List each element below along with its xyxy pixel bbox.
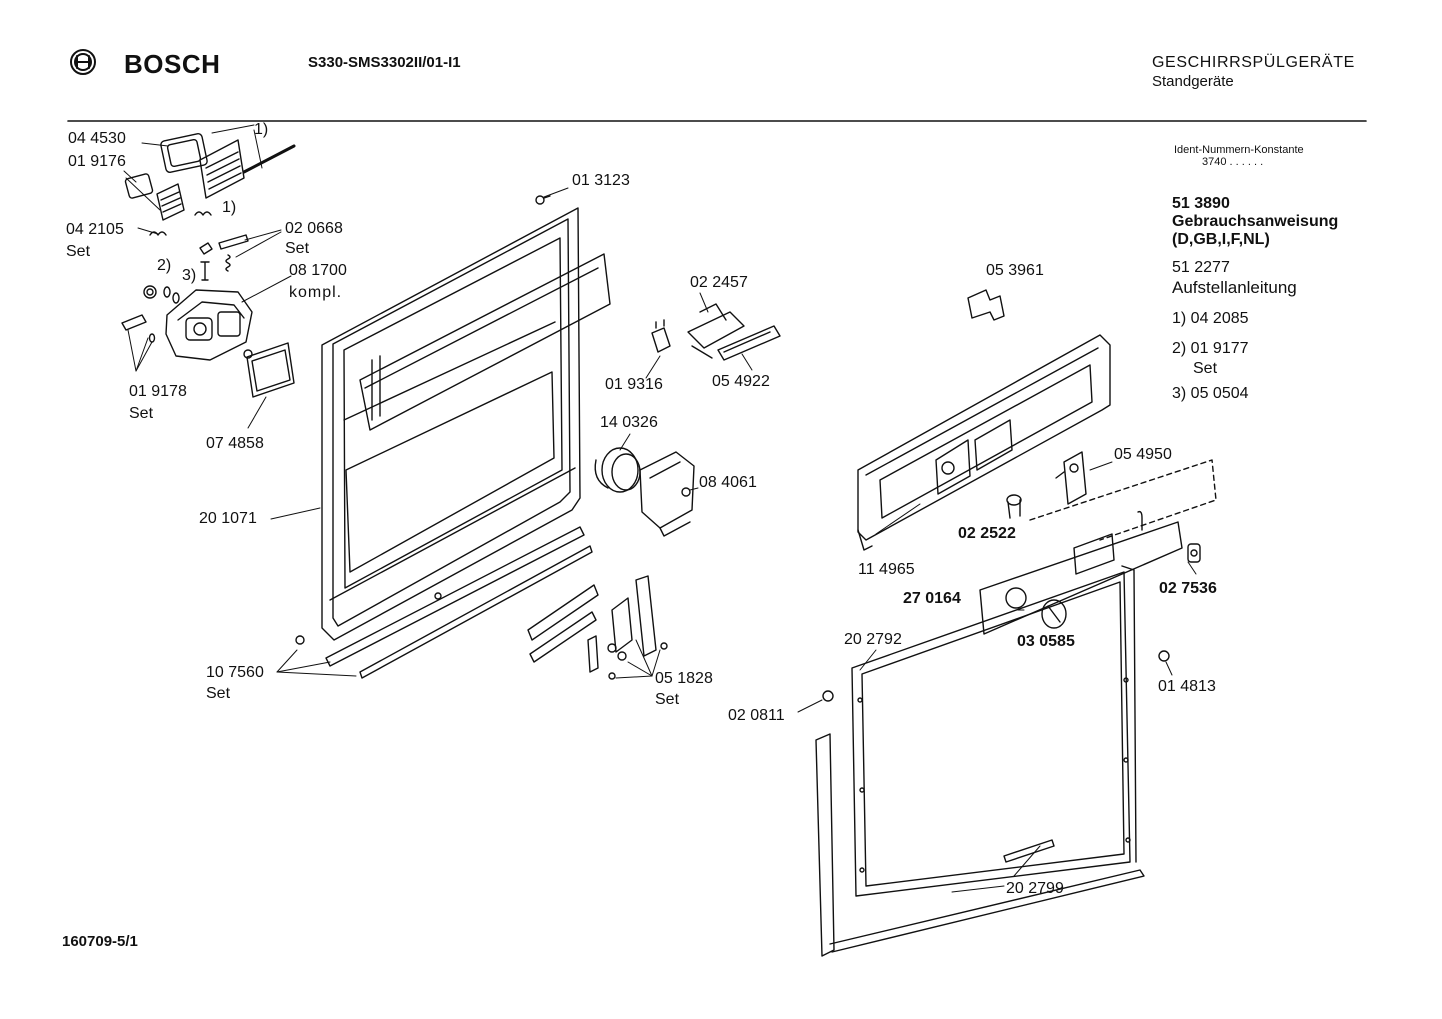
knob-part	[1041, 599, 1067, 629]
screw-part	[1158, 650, 1170, 662]
doc1-number: 51 3890	[1172, 195, 1230, 212]
door-lock-part	[687, 303, 745, 359]
fascia-panel-part	[979, 459, 1217, 635]
screw-part	[822, 690, 834, 702]
part-label: 05 4922	[712, 373, 770, 390]
footnote-ref: 3)	[182, 267, 197, 284]
part-label: 08 4061	[699, 474, 757, 491]
set-label: Set	[655, 691, 680, 708]
set-label: Set	[285, 240, 310, 257]
bracket-part	[967, 289, 1005, 321]
part-label: 04 2105	[66, 221, 124, 238]
ident-value: 3740 . . . . . .	[1202, 156, 1264, 168]
spring-part	[225, 254, 231, 272]
button-part	[1006, 494, 1022, 519]
screw-part	[295, 635, 305, 645]
part-label: 27 0164	[903, 590, 961, 607]
part-label: 02 0668	[285, 220, 343, 237]
doc2-number: 51 2277	[1172, 259, 1230, 276]
footnote-2: 2) 01 9177	[1172, 340, 1249, 357]
trim-strip-part	[325, 526, 593, 679]
lever-part	[121, 285, 180, 343]
part-label: 01 9176	[68, 153, 126, 170]
vent-grille-part	[199, 139, 245, 199]
product-subcategory: Standgeräte	[1152, 73, 1234, 90]
ident-label: Ident-Nummern-Konstante	[1174, 144, 1304, 156]
part-label: 08 1700	[289, 262, 347, 279]
doc2-title: Aufstellanleitung	[1172, 278, 1297, 297]
part-label: 20 2799	[1006, 880, 1064, 897]
footnote-ref: 2)	[157, 257, 172, 274]
part-label: 07 4858	[206, 435, 264, 452]
part-label: 02 2522	[958, 525, 1016, 542]
control-panel-part	[857, 334, 1111, 551]
switch-block-part	[1055, 451, 1087, 505]
part-label: 10 7560	[206, 664, 264, 681]
part-label: 02 7536	[1159, 580, 1217, 597]
footnote-3: 3) 05 0504	[1172, 385, 1249, 402]
seal-frame-part	[246, 342, 295, 398]
part-label: 01 4813	[1158, 678, 1216, 695]
part-label: 14 0326	[600, 414, 658, 431]
part-label: 01 9316	[605, 376, 663, 393]
part-label: 11 4965	[858, 561, 915, 578]
part-label: 20 2792	[844, 631, 902, 648]
part-label: 05 3961	[986, 262, 1044, 279]
inner-door-part	[321, 207, 611, 641]
vent-insert-part	[156, 183, 185, 221]
pin-part	[200, 261, 210, 281]
brand-name: BOSCH	[124, 49, 221, 79]
clip-part	[199, 242, 213, 255]
spring-part	[194, 211, 212, 216]
vent-cover-part	[160, 133, 208, 173]
footnote-ref: 1)	[222, 199, 237, 216]
part-label: 05 1828	[655, 670, 713, 687]
set-label: Set	[66, 243, 91, 260]
part-label: 02 0811	[728, 707, 785, 724]
indicator-part	[1187, 543, 1201, 563]
dispenser-assembly	[165, 289, 253, 361]
part-label: 05 4950	[1114, 446, 1172, 463]
part-label: 03 0585	[1017, 633, 1075, 650]
part-label: 02 2457	[690, 274, 748, 291]
footnote-2-set: Set	[1193, 360, 1218, 377]
doc1-languages: (D,GB,I,F,NL)	[1172, 231, 1270, 248]
bosch-logo-icon	[70, 49, 96, 75]
kompl-label: kompl.	[289, 284, 343, 301]
door-frame-part	[815, 565, 1145, 957]
clip-part	[218, 234, 249, 250]
drawing-number: 160709-5/1	[62, 933, 138, 950]
product-category: GESCHIRRSPÜLGERÄTE	[1152, 54, 1355, 71]
switch-part	[651, 319, 671, 353]
rail-part	[717, 325, 781, 361]
part-label: 01 3123	[572, 172, 630, 189]
doc1-title: Gebrauchsanweisung	[1172, 213, 1339, 230]
part-label: 20 1071	[199, 510, 257, 527]
set-label: Set	[129, 405, 154, 422]
timer-motor-part	[639, 451, 695, 537]
hinge-bracket-part	[527, 575, 668, 680]
timer-knob-part	[594, 447, 641, 493]
footnote-ref: 1)	[254, 121, 269, 138]
screw-part	[535, 195, 545, 205]
small-vent-part	[124, 173, 154, 199]
part-label: 04 4530	[68, 130, 126, 147]
model-number: S330-SMS3302II/01-I1	[308, 54, 461, 71]
footnote-1: 1) 04 2085	[1172, 310, 1249, 327]
part-label: 01 9178	[129, 383, 187, 400]
set-label: Set	[206, 685, 231, 702]
